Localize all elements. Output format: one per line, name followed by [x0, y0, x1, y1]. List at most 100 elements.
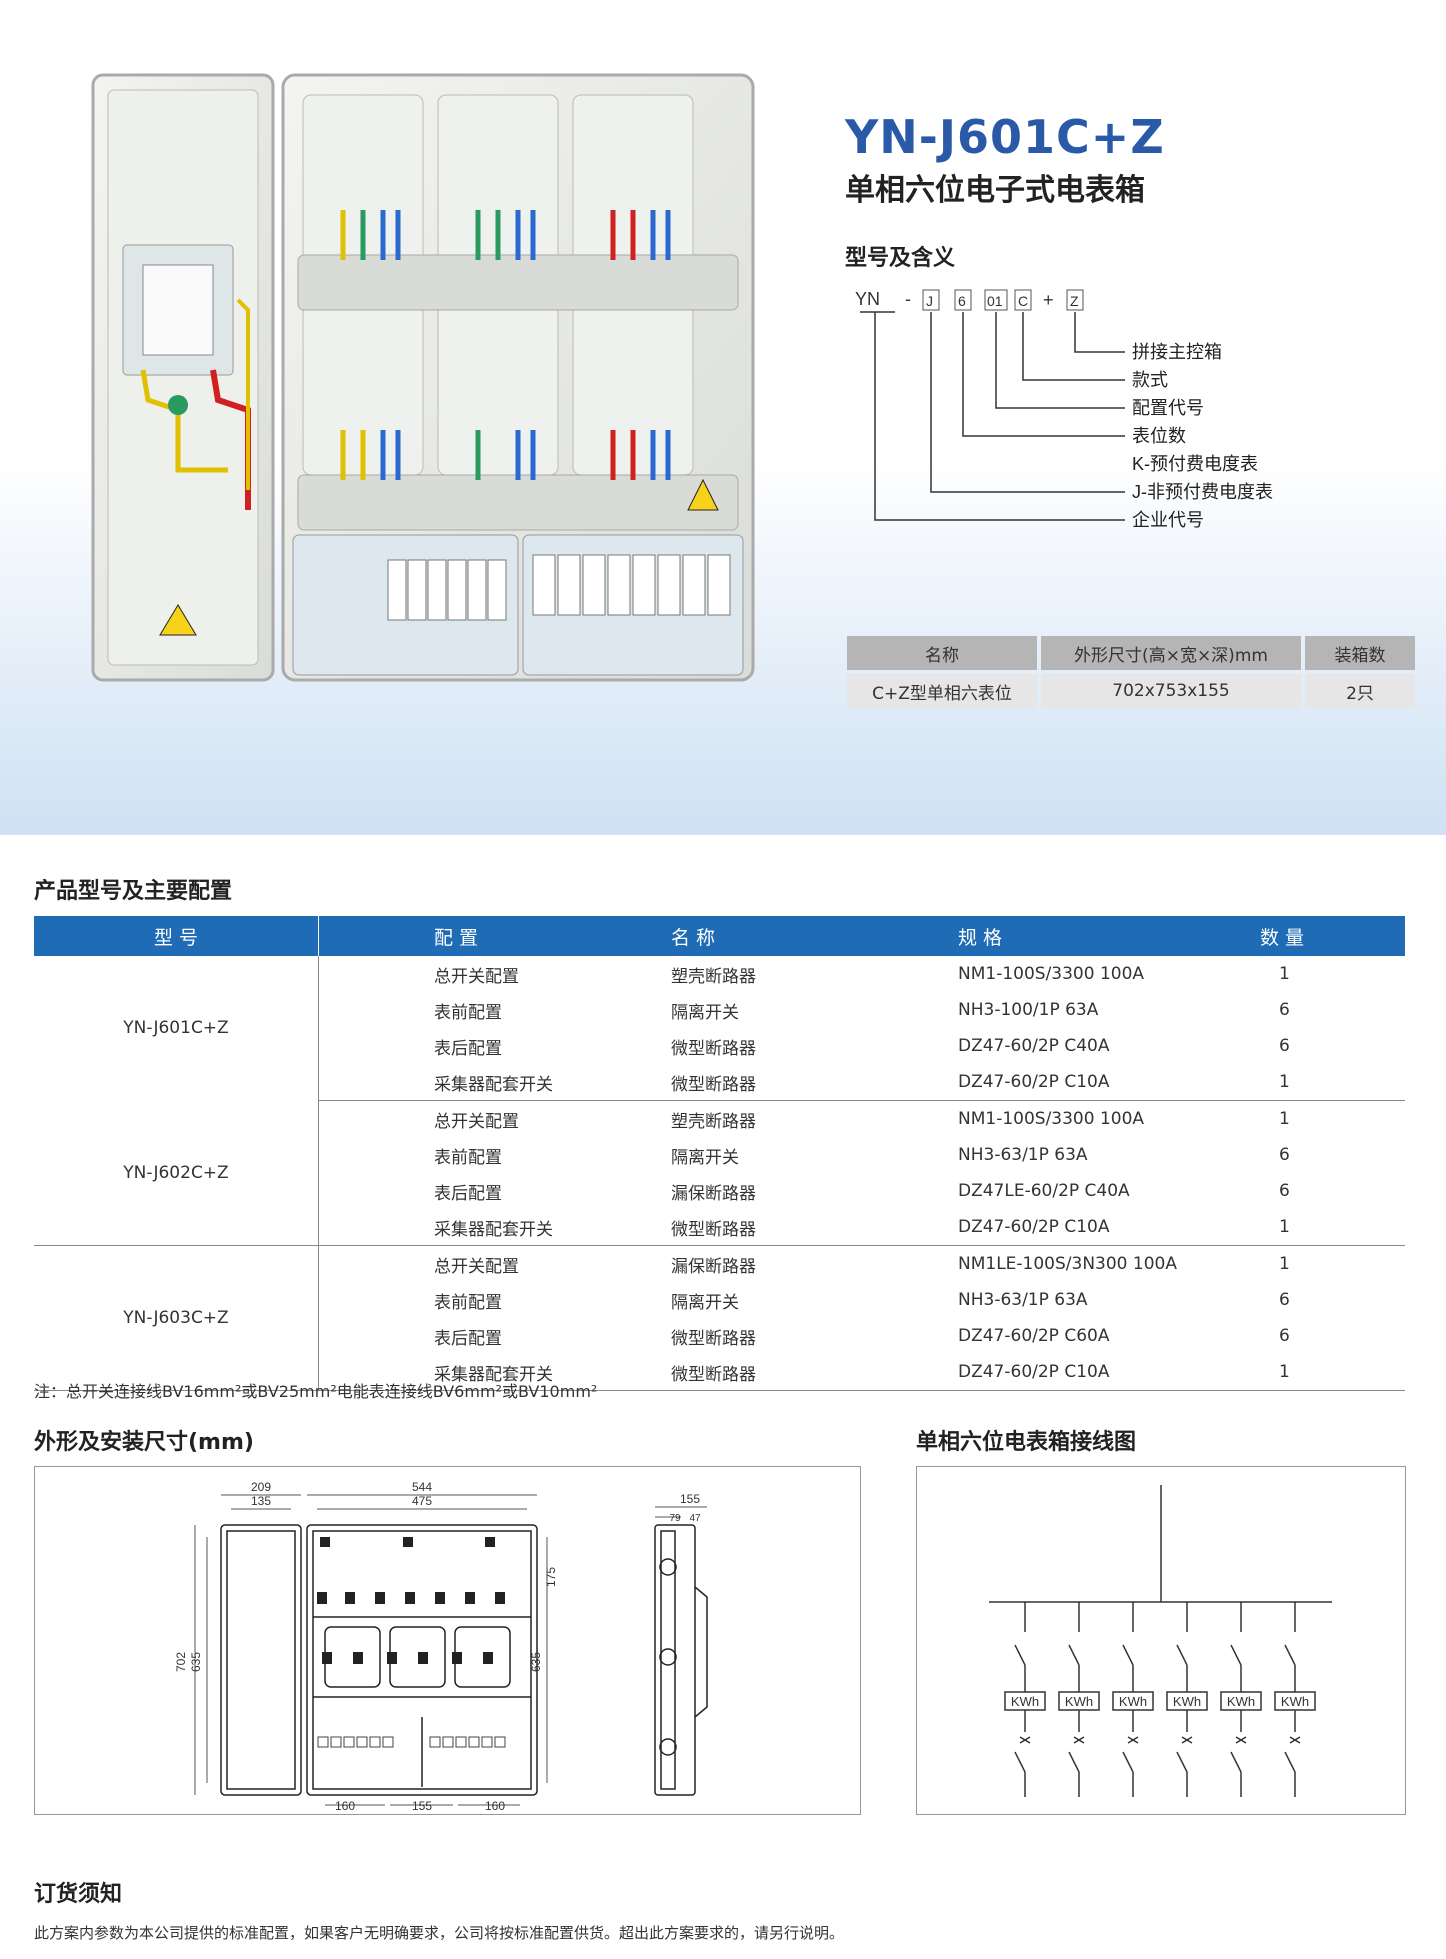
config-cell: 表后配置	[434, 1038, 502, 1059]
config-header: 规 格	[957, 916, 1259, 956]
config-header: 配 置	[318, 916, 670, 956]
config-cell: 总开关配置	[434, 966, 519, 987]
config-section-title: 产品型号及主要配置	[34, 879, 233, 904]
config-cell: 6	[1279, 1181, 1290, 1201]
product-model-title: YN-J601C+Z	[845, 110, 1165, 164]
dim-label: 160	[335, 1799, 355, 1813]
code-prefix: YN	[855, 289, 880, 309]
config-cell: NM1-100S/3300 100A	[958, 1109, 1145, 1129]
config-cell: 采集器配套开关	[318, 1354, 670, 1391]
legend-item: K-预付费电度表	[1132, 454, 1258, 474]
dimension-drawing-box: 209 135 544 475 702 635 175 635 160 155 …	[34, 1466, 861, 1815]
config-cell: 隔离开关	[671, 1147, 739, 1168]
config-cell: DZ47LE-60/2P C40A	[958, 1181, 1130, 1201]
wiring-title: 单相六位电表箱接线图	[916, 1430, 1137, 1455]
dim-label: 155	[680, 1492, 700, 1506]
dim-label: 544	[412, 1480, 432, 1494]
config-header: 型 号	[34, 916, 319, 956]
code-part-6: 6	[958, 293, 966, 309]
config-cell: 表前配置	[434, 1147, 502, 1168]
config-cell: NM1LE-100S/3N300 100A	[958, 1254, 1177, 1274]
config-header: 名 称	[670, 916, 957, 956]
order-title: 订货须知	[34, 1882, 123, 1907]
spec-cell: 702x753x155	[1041, 674, 1301, 708]
dim-label: 135	[251, 1494, 271, 1508]
config-cell: 表前配置	[434, 1002, 502, 1023]
legend-item: 拼接主控箱	[1132, 342, 1222, 362]
dim-label: 209	[251, 1480, 271, 1494]
code-part-z: Z	[1070, 293, 1079, 309]
config-model: YN-J601C+Z	[34, 956, 319, 1101]
config-cell: 1	[1259, 1064, 1405, 1101]
spec-header: 装箱数	[1305, 636, 1415, 670]
config-cell: 微型断路器	[670, 1354, 957, 1391]
dim-label: 160	[485, 1799, 505, 1813]
config-table: 型 号 配 置 名 称 规 格 数 量 YN-J601C+Z 总开关配置 塑壳断…	[34, 916, 1405, 1391]
config-model: YN-J603C+Z	[34, 1245, 319, 1391]
code-plus: +	[1043, 290, 1054, 310]
meter-label: KWh	[1065, 1694, 1093, 1709]
config-cell: 隔离开关	[671, 1292, 739, 1313]
code-part-j: J	[926, 293, 933, 309]
config-cell: DZ47-60/2P C40A	[958, 1036, 1110, 1056]
dimensions-title: 外形及安装尺寸(mm)	[34, 1430, 254, 1455]
config-cell: 微型断路器	[671, 1328, 756, 1349]
config-header: 数 量	[1259, 916, 1405, 956]
meter-label: KWh	[1011, 1694, 1039, 1709]
config-cell: 1	[1279, 1109, 1290, 1129]
config-cell: 微型断路器	[671, 1038, 756, 1059]
config-cell: 隔离开关	[671, 1002, 739, 1023]
legend-item: 配置代号	[1132, 398, 1204, 418]
meter-label: KWh	[1281, 1694, 1309, 1709]
wiring-diagram-box: KWh KWh KWh KWh KWh KWh	[916, 1466, 1406, 1815]
dim-label: 155	[412, 1799, 432, 1813]
dim-label: 47	[689, 1513, 701, 1524]
spec-header: 外形尺寸(高×宽×深)mm	[1041, 636, 1301, 670]
config-cell: 采集器配套开关	[318, 1209, 670, 1246]
dim-label: 702	[174, 1652, 188, 1672]
config-cell: 采集器配套开关	[318, 1064, 670, 1101]
config-cell: 6	[1279, 1036, 1290, 1056]
config-cell: 6	[1279, 1145, 1290, 1165]
config-cell: 表后配置	[434, 1183, 502, 1204]
config-cell: 微型断路器	[670, 1209, 957, 1246]
dim-label: 475	[412, 1494, 432, 1508]
config-cell: 6	[1279, 1000, 1290, 1020]
config-cell: 总开关配置	[434, 1256, 519, 1277]
spec-table: 名称 外形尺寸(高×宽×深)mm 装箱数 C+Z型单相六表位 702x753x1…	[843, 632, 1419, 712]
spec-header: 名称	[847, 636, 1037, 670]
config-cell: NH3-63/1P 63A	[958, 1290, 1088, 1310]
config-cell: 1	[1259, 1209, 1405, 1246]
config-cell: 塑壳断路器	[671, 966, 756, 987]
config-cell: 6	[1279, 1290, 1290, 1310]
legend-item: 款式	[1132, 370, 1168, 390]
config-cell: 塑壳断路器	[671, 1111, 756, 1132]
config-cell: NH3-63/1P 63A	[958, 1145, 1088, 1165]
config-cell: DZ47-60/2P C60A	[958, 1326, 1110, 1346]
legend-item: J-非预付费电度表	[1132, 482, 1273, 502]
dim-label: 79	[669, 1513, 681, 1524]
config-cell: 6	[1279, 1326, 1290, 1346]
model-meaning-title: 型号及含义	[845, 246, 956, 271]
config-cell: 总开关配置	[434, 1111, 519, 1132]
config-cell: 漏保断路器	[671, 1183, 756, 1204]
dimension-drawing: 209 135 544 475 702 635 175 635 160 155 …	[174, 1480, 708, 1813]
code-dash: -	[905, 289, 911, 309]
product-photo	[91, 73, 755, 682]
product-subtitle: 单相六位电子式电表箱	[845, 173, 1145, 208]
wiring-note: 注：总开关连接线BV16mm²或BV25mm²电能表连接线BV6mm²或BV10…	[34, 1382, 598, 1401]
config-cell: 表后配置	[434, 1328, 502, 1349]
config-cell: 1	[1279, 1254, 1290, 1274]
dim-label: 175	[544, 1567, 558, 1587]
legend-item: 企业代号	[1132, 510, 1204, 530]
config-cell: DZ47-60/2P C10A	[957, 1354, 1259, 1391]
code-part-c: C	[1018, 293, 1028, 309]
meter-label: KWh	[1173, 1694, 1201, 1709]
code-part-01: 01	[987, 293, 1003, 309]
config-cell: DZ47-60/2P C10A	[957, 1209, 1259, 1246]
legend-item: 表位数	[1132, 426, 1186, 446]
config-cell: 漏保断路器	[671, 1256, 756, 1277]
config-cell: 1	[1279, 964, 1290, 984]
config-cell: 表前配置	[434, 1292, 502, 1313]
order-text: 此方案内参数为本公司提供的标准配置，如果客户无明确要求，公司将按标准配置供货。超…	[34, 1924, 845, 1942]
